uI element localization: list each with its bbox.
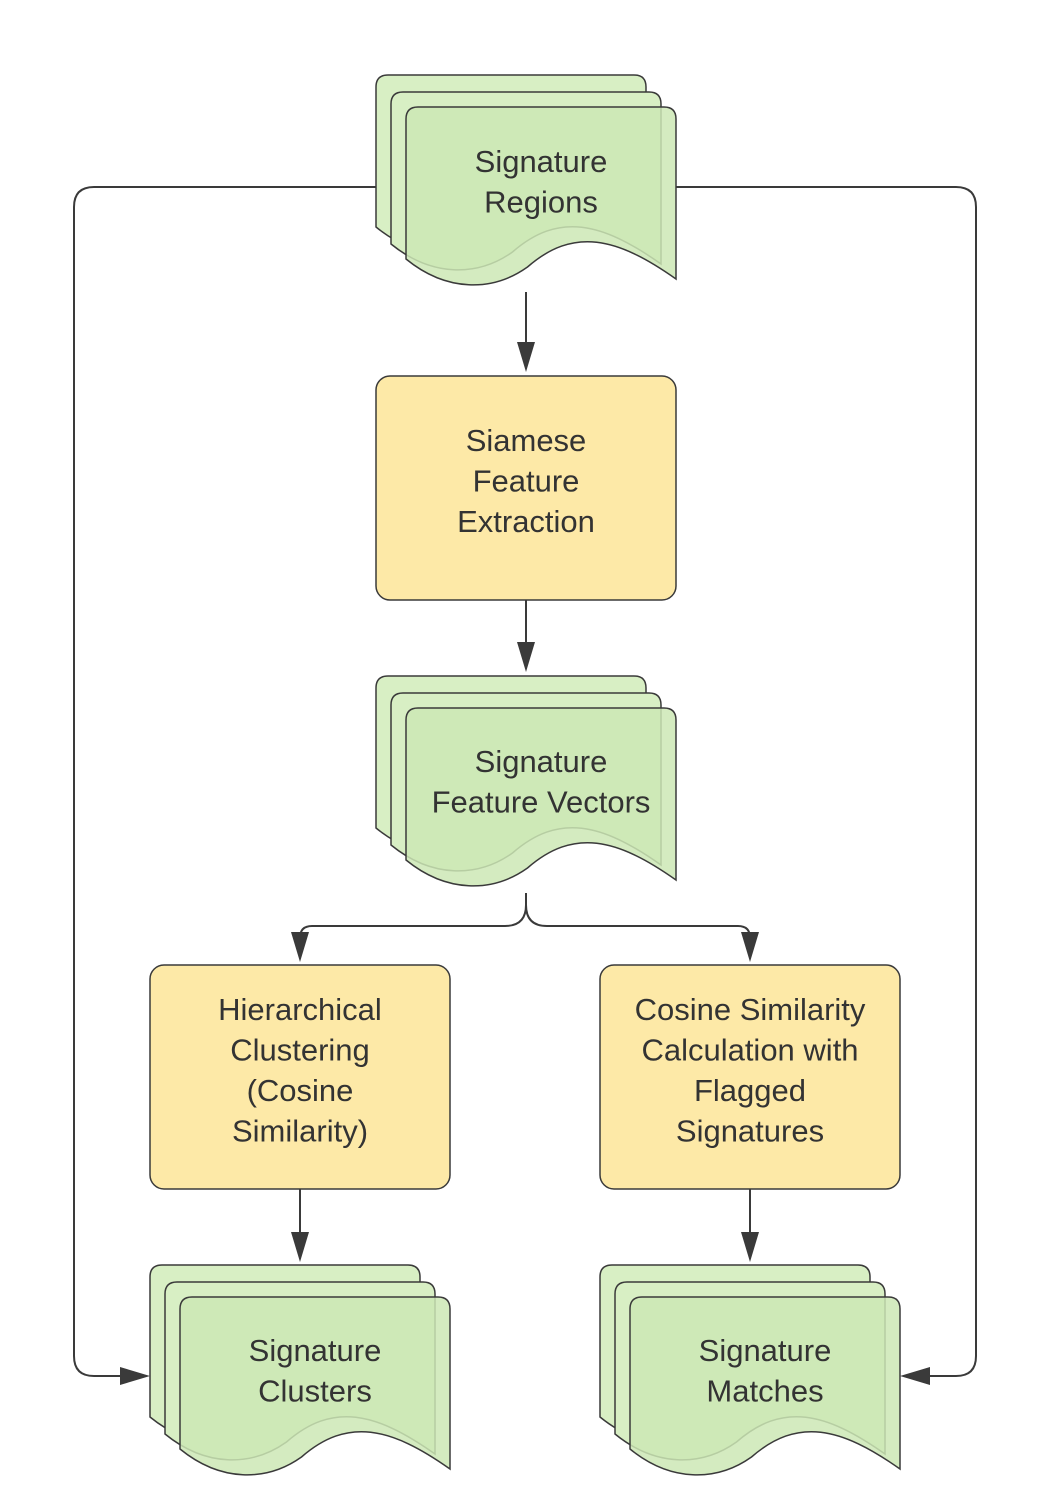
edge-signature-regions-to-signature-clusters	[73, 186, 376, 1385]
document-page	[179, 1296, 451, 1476]
arrowhead	[517, 342, 535, 372]
node-label-line: Clustering	[230, 1033, 370, 1068]
arrowhead	[291, 1232, 309, 1262]
process-box	[599, 964, 901, 1190]
arrowhead	[741, 1232, 759, 1262]
connector-line	[676, 186, 977, 1377]
node-label-line: Clusters	[258, 1374, 372, 1409]
node-label-line: Feature	[473, 464, 580, 499]
edge-cosine-similarity-to-signature-matches	[741, 1189, 759, 1262]
node-label-line: Signature	[475, 744, 608, 779]
node-label-line: Flagged	[694, 1073, 806, 1108]
edge-signature-regions-to-signature-matches	[676, 186, 977, 1385]
document-page	[405, 707, 677, 887]
edge-feature-vectors-to-cosine-similarity	[525, 893, 759, 962]
node-label-line: Extraction	[457, 504, 595, 539]
nodes-layer: SignatureRegionsSiameseFeatureExtraction…	[149, 74, 901, 1476]
node-label-line: Signatures	[676, 1114, 824, 1149]
edge-signature-regions-to-siamese-extraction	[517, 292, 535, 372]
node-label-line: Siamese	[466, 423, 587, 458]
connector-line	[525, 893, 751, 940]
edge-siamese-extraction-to-feature-vectors	[517, 600, 535, 672]
node-label-line: Cosine Similarity	[635, 992, 866, 1027]
arrowhead	[741, 932, 759, 962]
edges-layer	[73, 186, 977, 1385]
node-label-line: Feature Vectors	[432, 785, 651, 820]
document-page	[405, 106, 677, 286]
process-box	[149, 964, 451, 1190]
arrowhead	[291, 932, 309, 962]
arrowhead	[900, 1367, 930, 1385]
node-label-line: Signature	[475, 144, 608, 179]
node-label-line: Matches	[706, 1374, 823, 1409]
node-label-line: Regions	[484, 185, 598, 220]
node-label-line: Calculation with	[641, 1033, 858, 1068]
arrowhead	[120, 1367, 150, 1385]
node-label-line: (Cosine	[247, 1073, 354, 1108]
process-box	[375, 375, 677, 601]
node-label-line: Signature	[699, 1333, 832, 1368]
node-label-line: Signature	[249, 1333, 382, 1368]
edge-feature-vectors-to-hierarchical-clustering	[291, 893, 527, 962]
arrowhead	[517, 642, 535, 672]
node-label-line: Similarity)	[232, 1114, 368, 1149]
edge-hierarchical-clustering-to-signature-clusters	[291, 1189, 309, 1262]
connector-line	[299, 893, 527, 940]
node-label-line: Hierarchical	[218, 992, 382, 1027]
document-page	[629, 1296, 901, 1476]
connector-line	[73, 186, 376, 1377]
